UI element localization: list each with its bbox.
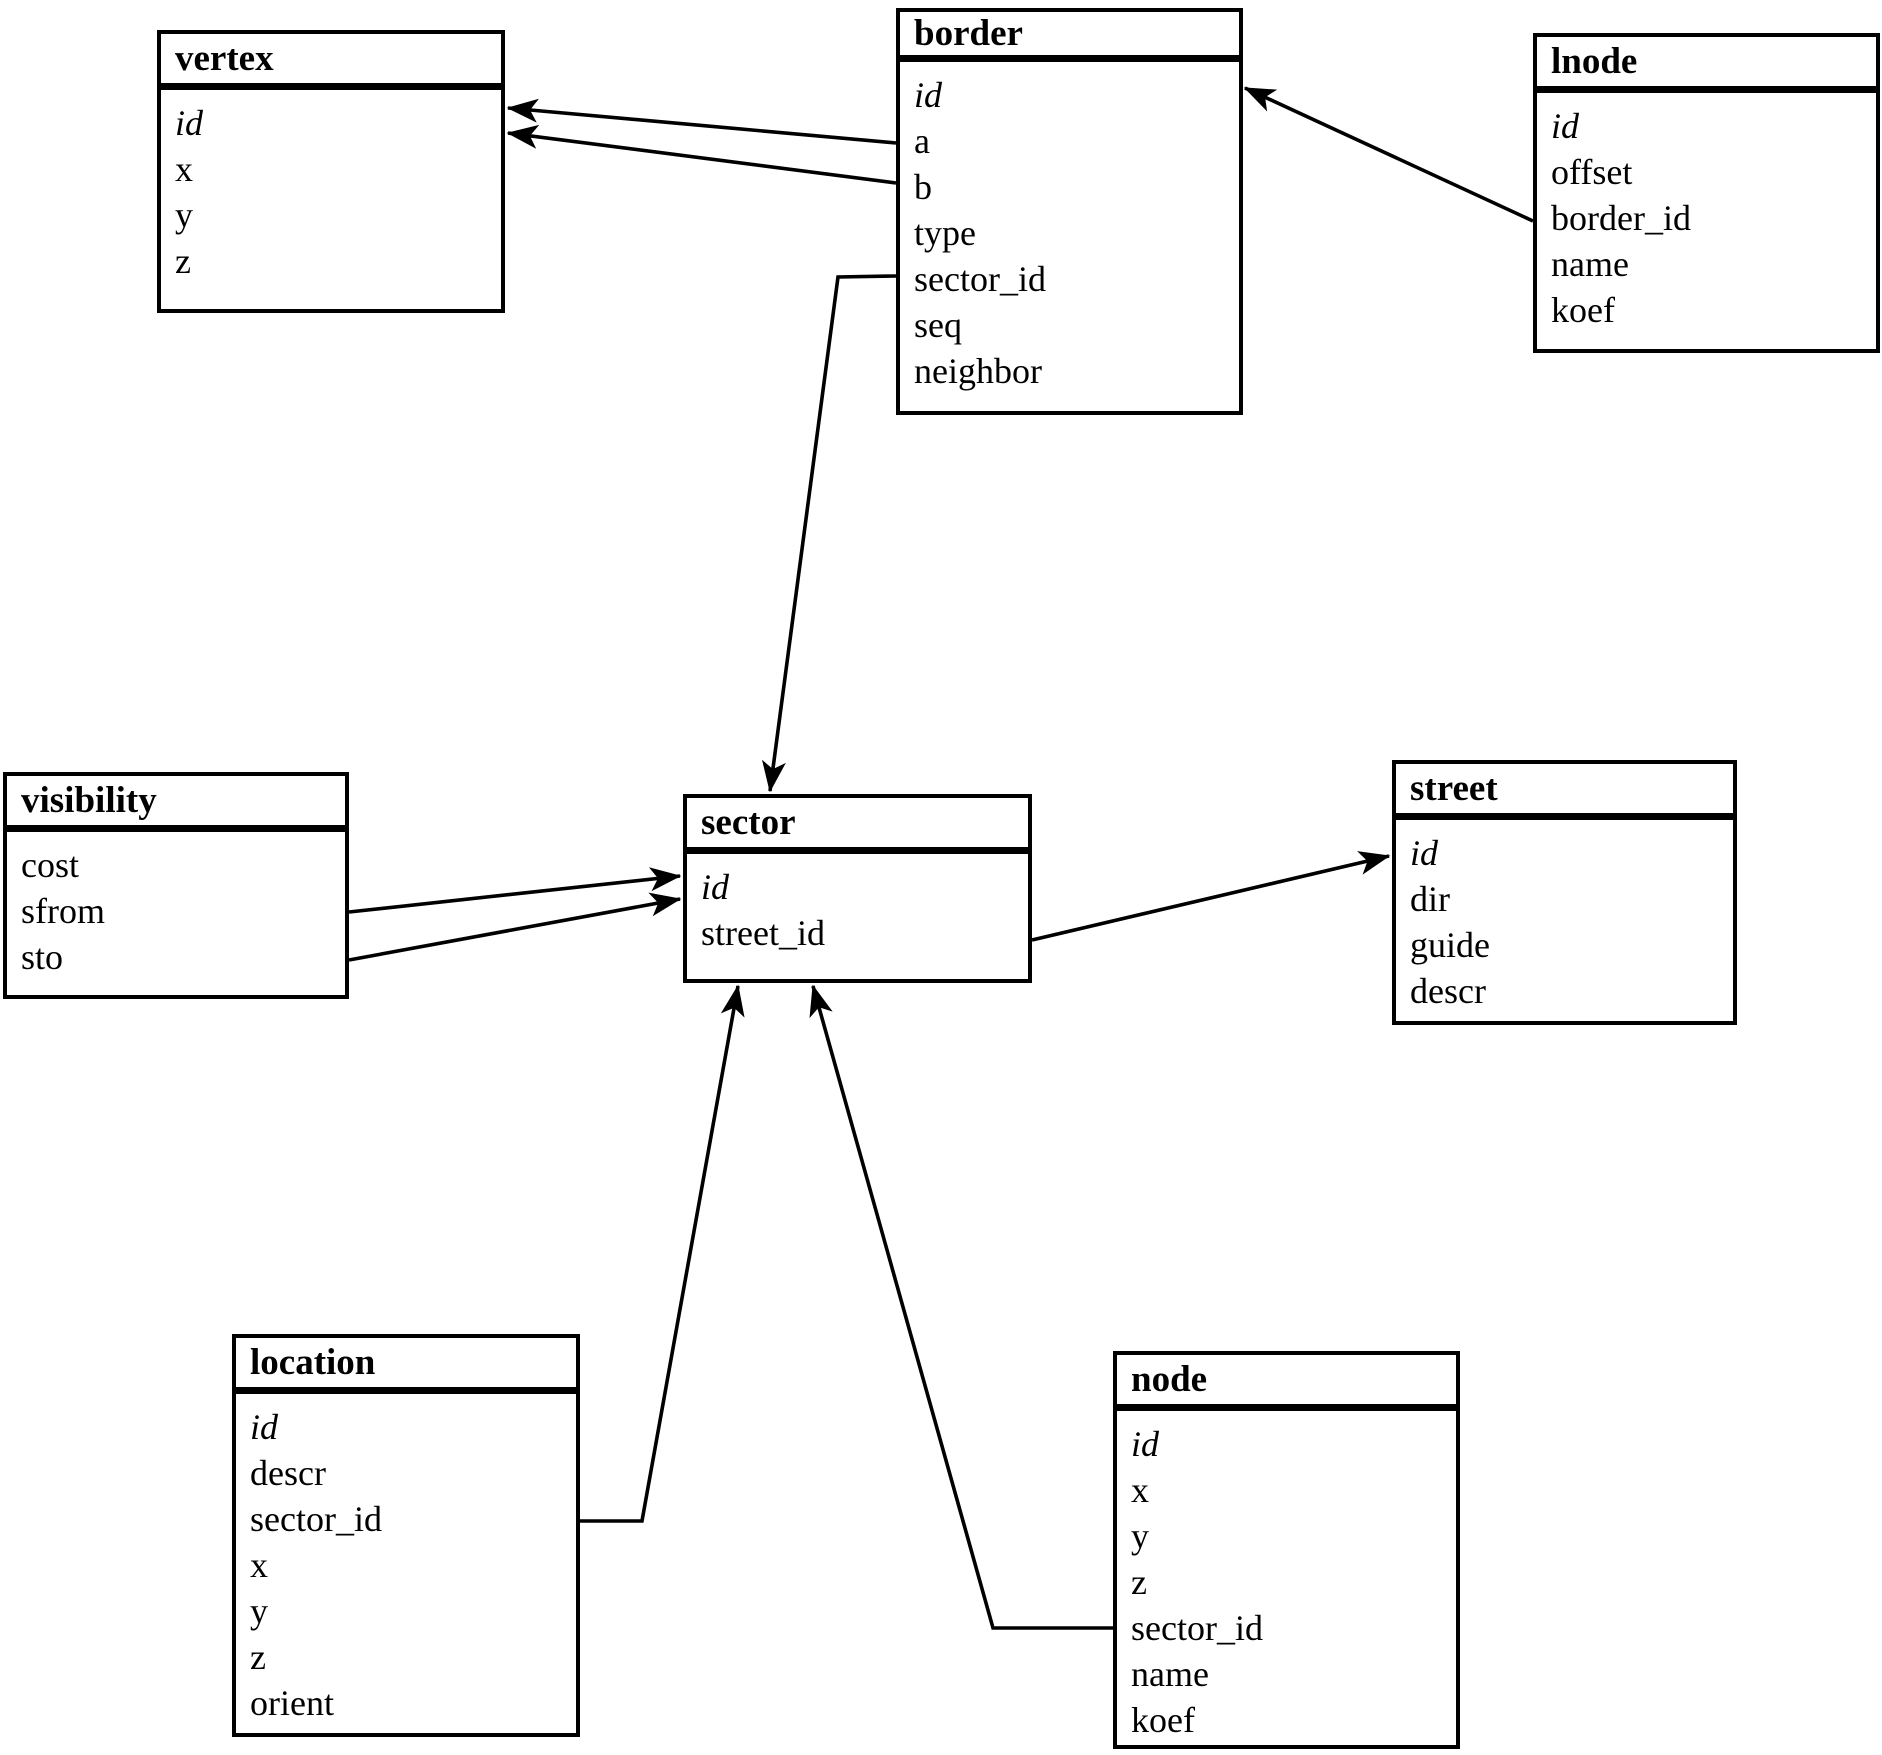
field-row: y [250, 1591, 268, 1631]
entity-lnode: lnode id offset border_id name koef [1533, 33, 1880, 353]
arrow-visibility-sto-to-sector [348, 892, 682, 962]
entity-street: street id dir guide descr [1392, 760, 1737, 1025]
field-row: id [1551, 106, 1580, 146]
field-row: y [1131, 1516, 1149, 1556]
entity-sector: sector id street_id [683, 794, 1032, 983]
entity-sector-fields: id street_id [687, 854, 1028, 956]
field-row: x [175, 149, 193, 189]
entity-lnode-title: lnode [1537, 37, 1876, 93]
arrow-border-b-to-vertex [506, 124, 897, 185]
field-row: orient [250, 1683, 334, 1723]
field-row: z [250, 1637, 266, 1677]
arrow-border-a-to-vertex [506, 98, 897, 145]
field-row: offset [1551, 152, 1633, 192]
field-row: sto [21, 937, 64, 977]
arrow-sector-street_id-to-street [1031, 851, 1391, 942]
field-row: descr [250, 1453, 326, 1493]
entity-sector-title: sector [687, 798, 1028, 854]
entity-street-title: street [1396, 764, 1733, 820]
field-row: id [1131, 1424, 1160, 1464]
entity-visibility-title: visibility [7, 776, 345, 832]
field-row: cost [21, 845, 79, 885]
field-row: neighbor [914, 351, 1042, 391]
arrow-border-sector_id-to-sector [761, 274, 897, 793]
field-row: a [914, 121, 930, 161]
field-row: dir [1410, 879, 1450, 919]
field-row: name [1551, 244, 1629, 284]
field-row: x [250, 1545, 268, 1585]
entity-node: node id x y z sector_id name koef [1113, 1351, 1460, 1749]
field-row: sector_id [914, 259, 1046, 299]
field-row: z [1131, 1562, 1147, 1602]
entity-location-title: location [236, 1338, 576, 1394]
field-row: seq [914, 305, 962, 345]
field-row: y [175, 195, 193, 235]
arrow-node-sector_id-to-sector [809, 984, 1113, 1630]
arrow-visibility-sfrom-to-sector [348, 867, 682, 914]
entity-vertex-title: vertex [161, 34, 501, 90]
field-row: z [175, 241, 191, 281]
entity-location-fields: id descr sector_id x y z orient [236, 1394, 576, 1726]
entity-lnode-fields: id offset border_id name koef [1537, 93, 1876, 333]
field-row: b [914, 167, 932, 207]
entity-node-fields: id x y z sector_id name koef [1117, 1411, 1456, 1743]
field-row: guide [1410, 925, 1490, 965]
entity-visibility-fields: cost sfrom sto [7, 832, 345, 980]
field-row: type [914, 213, 976, 253]
field-row: sector_id [250, 1499, 382, 1539]
field-row: koef [1131, 1700, 1195, 1740]
field-row: id [701, 867, 730, 907]
arrow-location-sector_id-to-sector [580, 984, 745, 1523]
field-row: id [250, 1407, 279, 1447]
entity-vertex: vertex id x y z [157, 30, 505, 313]
entity-location: location id descr sector_id x y z orient [232, 1334, 580, 1737]
entity-border-title: border [900, 12, 1239, 62]
arrow-lnode-border_id-to-border [1243, 86, 1534, 223]
field-row: id [1410, 833, 1439, 873]
entity-border: border id a b type sector_id seq neighbo… [896, 8, 1243, 415]
field-row: border_id [1551, 198, 1691, 238]
field-row: id [175, 103, 204, 143]
field-row: street_id [701, 913, 825, 953]
entity-street-fields: id dir guide descr [1396, 820, 1733, 1014]
entity-vertex-fields: id x y z [161, 90, 501, 284]
field-row: sector_id [1131, 1608, 1263, 1648]
field-row: koef [1551, 290, 1615, 330]
field-row: descr [1410, 971, 1486, 1011]
entity-visibility: visibility cost sfrom sto [3, 772, 349, 999]
field-row: x [1131, 1470, 1149, 1510]
field-row: name [1131, 1654, 1209, 1694]
entity-border-fields: id a b type sector_id seq neighbor [900, 62, 1239, 394]
entity-node-title: node [1117, 1355, 1456, 1411]
field-row: id [914, 75, 943, 115]
field-row: sfrom [21, 891, 105, 931]
